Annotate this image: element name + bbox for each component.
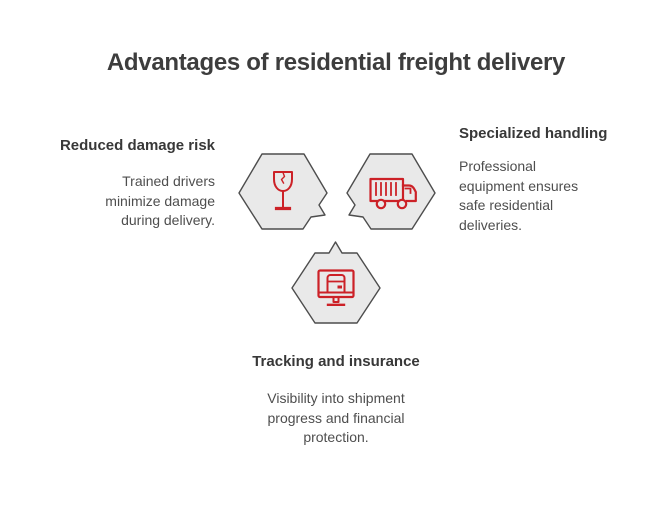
truck-icon (369, 177, 417, 210)
page-title: Advantages of residential freight delive… (106, 49, 566, 76)
hexagon-bubble-monitor (290, 240, 382, 324)
body-tracking-and-insurance: Visibility into shipment progress and fi… (267, 390, 405, 445)
broken-glass-icon (273, 171, 293, 211)
heading-tracking-and-insurance: Tracking and insurance (252, 353, 420, 370)
hexagon-speech-bubble (291, 241, 381, 324)
heading-reduced-damage-risk: Reduced damage risk (59, 137, 215, 154)
body-reduced-damage-risk: Trained drivers minimize damage during d… (105, 173, 215, 228)
heading-specialized-handling: Specialized handling (459, 125, 608, 142)
hexagon-bubble-truck (345, 151, 437, 231)
monitor-package-icon (317, 269, 355, 306)
body-specialized-handling: Professional equipment ensures safe resi… (459, 158, 579, 233)
hexagon-bubble-broken-glass (237, 151, 329, 231)
